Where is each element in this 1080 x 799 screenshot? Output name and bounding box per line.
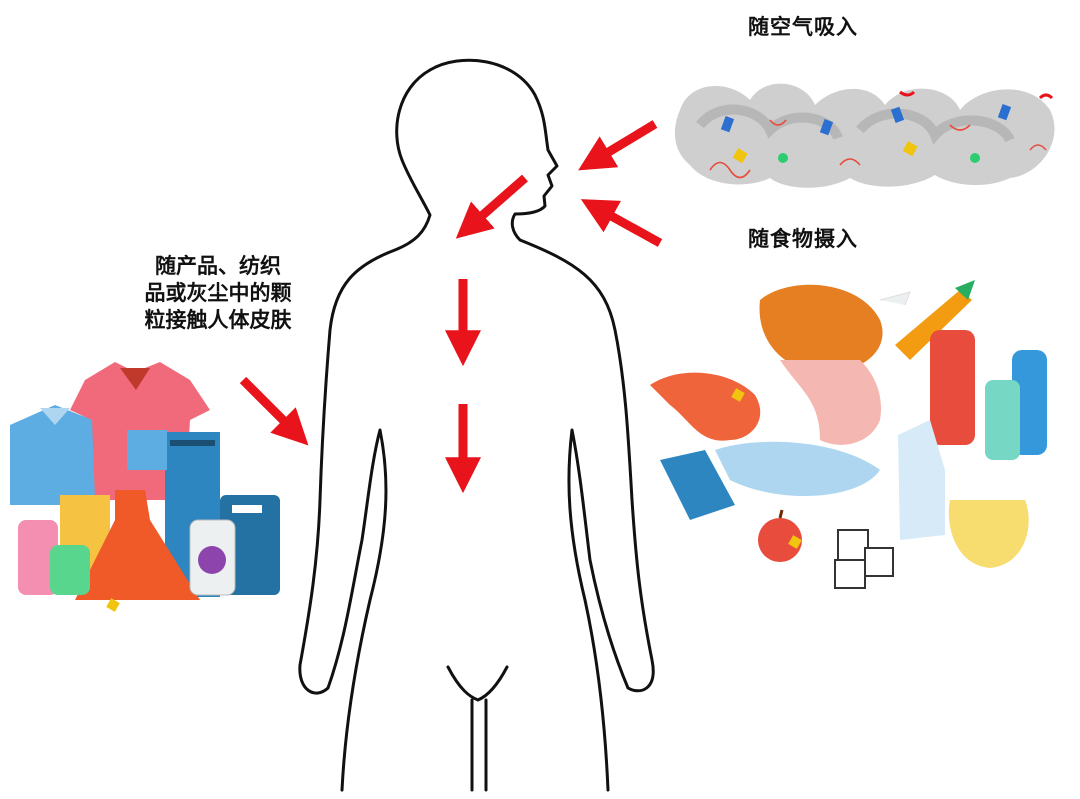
arrow-mouth-to-throat xyxy=(455,174,528,239)
air-smoke-illustration xyxy=(674,83,1055,188)
label-skin-line-1: 随产品、纺织 xyxy=(155,254,281,278)
label-skin-line-3: 粒接触人体皮肤 xyxy=(144,308,292,332)
arrow-air-inhale-2 xyxy=(580,199,663,247)
label-food-ingestion: 随食物摄入 xyxy=(748,227,858,251)
human-body-outline xyxy=(298,58,655,792)
label-skin-contact: 随产品、纺织 品或灰尘中的颗 粒接触人体皮肤 xyxy=(118,253,318,334)
textiles-products-illustration xyxy=(10,362,280,612)
label-skin-line-2: 品或灰尘中的颗 xyxy=(144,281,292,305)
food-illustration xyxy=(650,280,1047,589)
label-air-inhalation: 随空气吸入 xyxy=(748,15,858,39)
arrow-air-inhale-1 xyxy=(578,120,658,171)
arrow-skin-contact xyxy=(239,376,309,446)
